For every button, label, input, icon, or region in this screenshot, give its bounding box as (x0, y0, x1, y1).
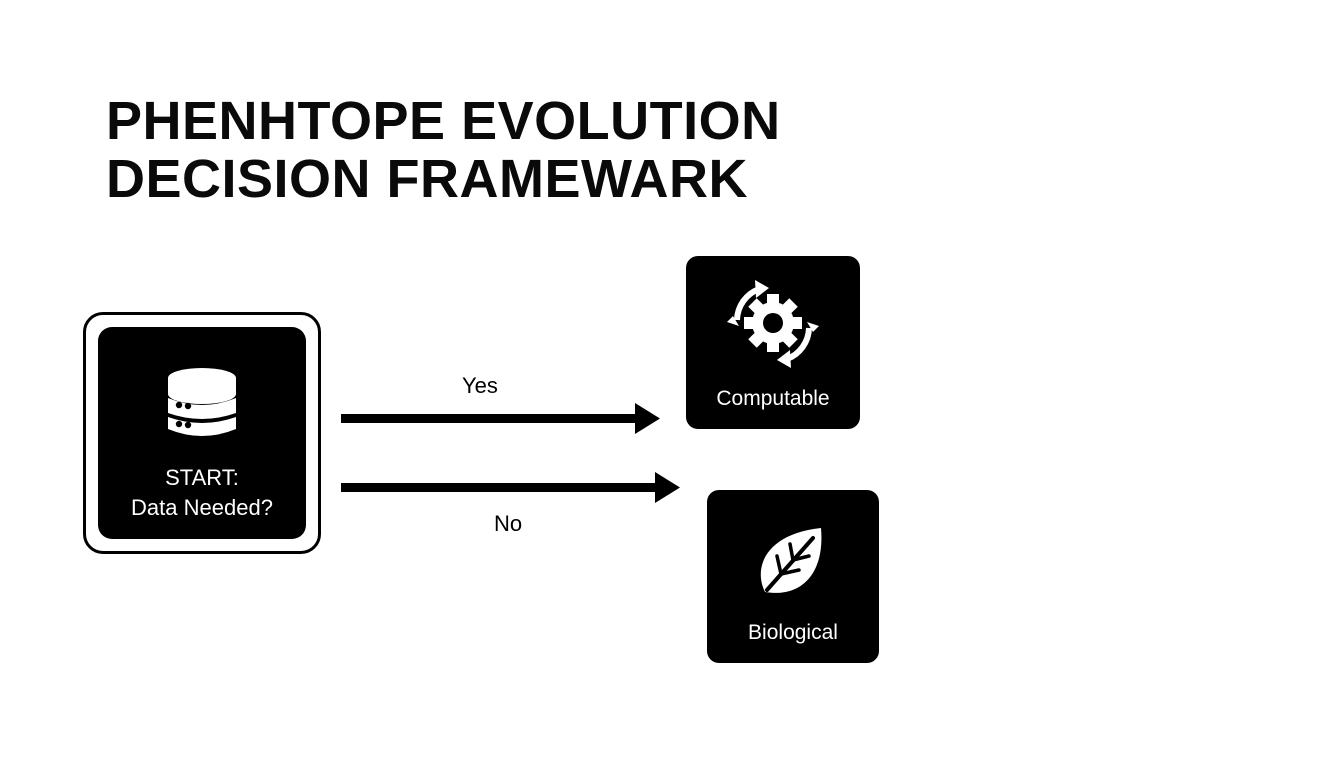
start-node-label: START: Data Needed? (98, 463, 306, 523)
gear-cycle-icon (727, 280, 819, 368)
title-line-1: PHENHTOPE EVOLUTION (106, 91, 781, 151)
yes-arrow (341, 403, 660, 434)
no-arrow (341, 472, 680, 503)
leaf-icon (760, 528, 822, 593)
biological-label: Biological (748, 621, 838, 644)
title-line-2: DECISION FRAMEWARK (106, 149, 748, 209)
computable-label: Computable (716, 387, 830, 410)
biological-node: Biological (707, 490, 879, 663)
start-node-body: START: Data Needed? (98, 327, 306, 539)
computable-node: Computable (686, 256, 860, 429)
start-node-label-line-2: Data Needed? (131, 495, 273, 520)
start-node: START: Data Needed? (83, 312, 321, 554)
diagram-title: PHENHTOPE EVOLUTION DECISION FRAMEWARK (106, 92, 781, 208)
database-icon (168, 368, 236, 436)
start-node-label-line-1: START: (165, 465, 239, 490)
no-edge-label: No (494, 511, 523, 536)
yes-edge-label: Yes (462, 373, 498, 398)
